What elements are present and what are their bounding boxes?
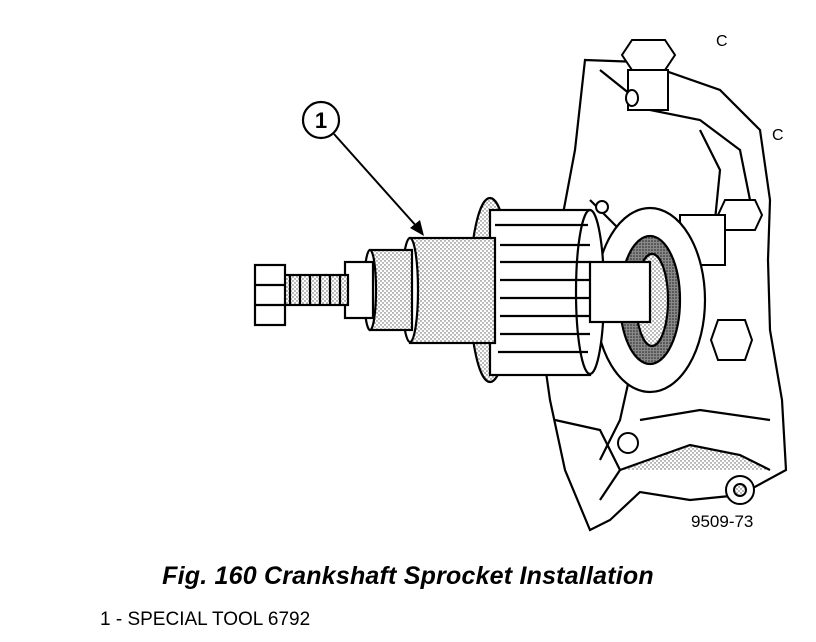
callout-1: 1 [301,100,424,236]
figure-caption: Fig. 160 Crankshaft Sprocket Installatio… [162,562,654,590]
side-mark-1: C [716,33,728,50]
callout-number: 1 [315,108,327,133]
special-tool [253,236,497,345]
side-mark-2: C [772,127,784,144]
figure-illustration: 1 C C 9509-73 [253,33,788,532]
drawing-number: 9509-73 [691,512,753,531]
legend-item-1: 1 - SPECIAL TOOL 6792 [100,609,311,630]
